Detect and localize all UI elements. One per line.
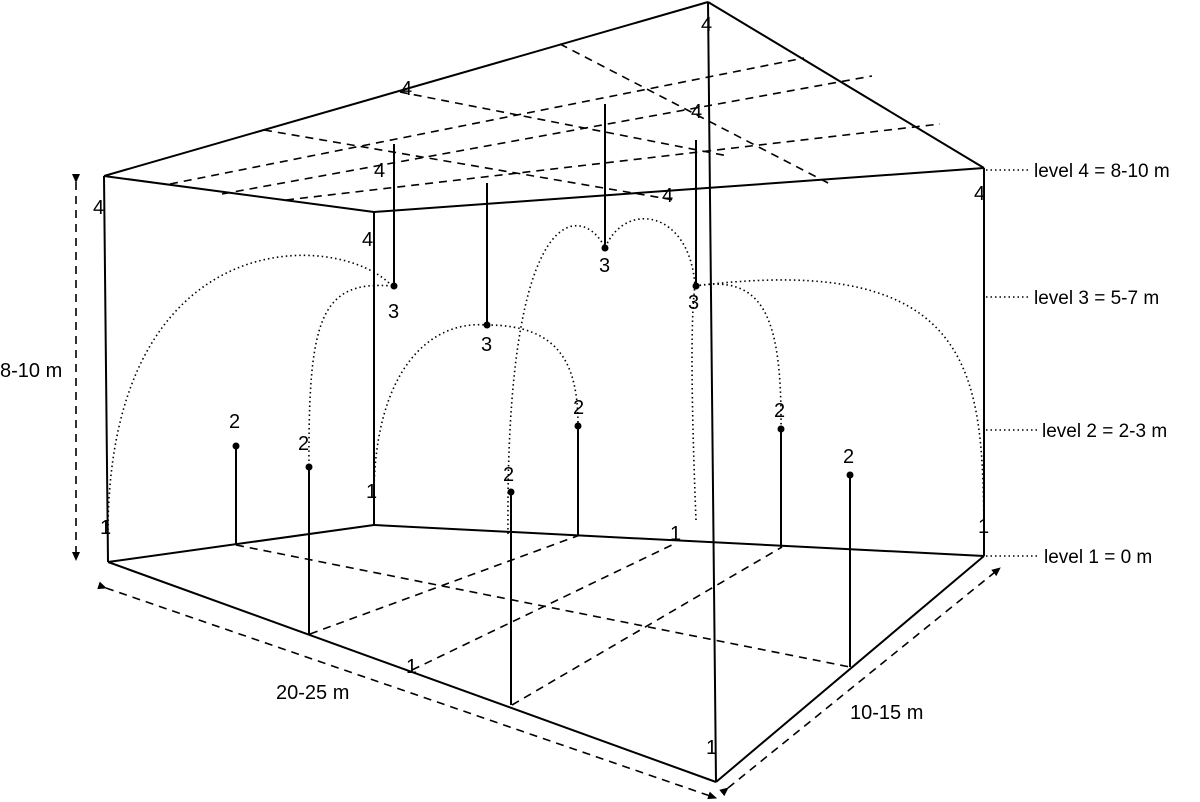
sensor-poles — [235, 104, 851, 705]
legend-level-3: level 3 = 5-7 m — [1034, 288, 1159, 309]
label-1: 1 — [706, 737, 717, 759]
width-dimension-label: 10-15 m — [850, 702, 923, 724]
legend-level-4: level 4 = 8-10 m — [1034, 161, 1170, 182]
label-2: 2 — [229, 411, 240, 433]
height-dimension-label: 8-10 m — [0, 360, 62, 382]
label-2: 2 — [774, 400, 785, 422]
sensor-point — [574, 422, 582, 430]
sensor-point — [692, 282, 700, 290]
label-4: 4 — [701, 14, 712, 36]
sensor-point — [390, 282, 398, 290]
label-1: 1 — [670, 523, 681, 545]
label-1: 1 — [366, 481, 377, 503]
sensor-point — [483, 321, 491, 329]
label-2: 2 — [843, 446, 854, 468]
label-1: 1 — [978, 516, 989, 538]
sensor-point — [777, 425, 785, 433]
sensor-points — [232, 244, 854, 496]
dimension-arrows — [72, 174, 1001, 800]
dimension-labels: 8-10 m 20-25 m 10-15 m — [0, 360, 923, 724]
level-legend: level 4 = 8-10 m level 3 = 5-7 m level 2… — [1034, 161, 1170, 568]
width-arrow — [719, 567, 1001, 797]
level-number-labels: 4 4 4 4 4 4 4 4 3 3 3 3 2 2 2 2 2 2 1 1 … — [93, 14, 989, 759]
sensor-point — [507, 488, 515, 496]
label-3: 3 — [688, 292, 699, 314]
dotted-spread-curves — [107, 218, 985, 535]
label-4: 4 — [374, 160, 385, 182]
label-3: 3 — [599, 255, 610, 277]
sensor-point — [232, 442, 240, 450]
label-1: 1 — [406, 656, 417, 678]
length-arrow — [97, 581, 717, 800]
label-4: 4 — [691, 101, 702, 123]
legend-level-2: level 2 = 2-3 m — [1042, 421, 1167, 442]
label-1: 1 — [100, 517, 111, 539]
label-4: 4 — [401, 78, 412, 100]
box-edges — [103, 1, 985, 783]
floor-dashed-grid — [235, 534, 851, 706]
label-4: 4 — [362, 229, 373, 251]
label-2: 2 — [298, 433, 309, 455]
sensor-point — [305, 463, 313, 471]
top-dashed-grid — [169, 43, 941, 201]
sensor-point — [846, 471, 854, 479]
legend-level-1: level 1 = 0 m — [1044, 547, 1152, 568]
length-dimension-label: 20-25 m — [276, 682, 349, 704]
label-3: 3 — [388, 301, 399, 323]
label-2: 2 — [573, 397, 584, 419]
label-4: 4 — [974, 183, 985, 205]
label-4: 4 — [662, 185, 673, 207]
label-2: 2 — [503, 464, 514, 486]
label-4: 4 — [93, 197, 104, 219]
label-3: 3 — [481, 334, 492, 356]
sensor-point — [601, 244, 609, 252]
level-leaders — [986, 169, 1040, 557]
